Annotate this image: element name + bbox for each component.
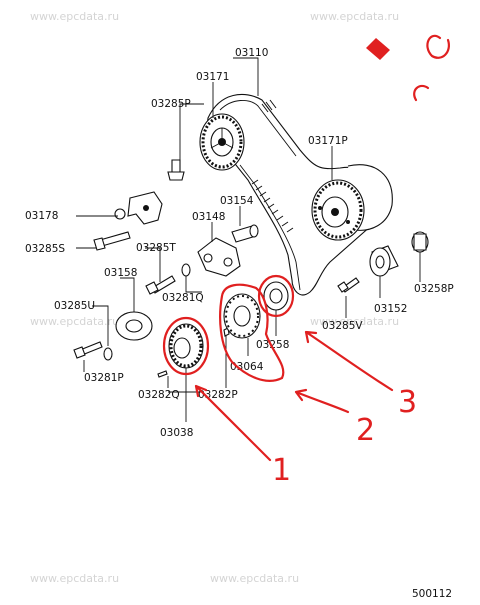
label-tensioner-arm: 03148	[192, 211, 225, 223]
bolt-t	[145, 275, 176, 295]
red-arrow-3	[304, 330, 394, 392]
washer-p	[103, 347, 113, 361]
label-tensioner-pulley: 03158	[104, 267, 137, 279]
red-scribble	[426, 34, 450, 59]
red-circle-crank-sprocket	[162, 316, 210, 376]
part-labels: 03110 03171 03285P 03171P 03178 03285S 0…	[25, 47, 454, 600]
red-circle-flange	[257, 274, 295, 318]
washer-q	[181, 263, 191, 277]
annotation-2: 2	[356, 413, 375, 448]
tensioner-arm	[197, 237, 241, 277]
red-arrow-1	[194, 384, 272, 462]
watermark: www.epcdata.ru	[30, 315, 119, 328]
label-cam-sprocket-right: 03171P	[308, 135, 348, 147]
red-arrow-2	[294, 388, 350, 414]
label-crank-sprocket: 03038	[160, 427, 193, 439]
timing-belt	[207, 93, 384, 296]
watermark: www.epcdata.ru	[30, 572, 119, 585]
bracket	[114, 191, 163, 225]
label-washer-p: 03281P	[84, 372, 124, 384]
red-scribble	[413, 84, 430, 102]
bolt-left	[167, 159, 185, 181]
red-circle-crank-gear	[219, 283, 285, 382]
annotation-1: 1	[272, 453, 291, 488]
tensioner-pulley	[115, 311, 153, 341]
bolt-s	[93, 231, 131, 251]
bolt-u	[73, 341, 103, 359]
washer-right	[411, 231, 429, 253]
label-bolt-t: 03285T	[136, 242, 176, 254]
label-washer-q: 03281Q	[162, 292, 204, 304]
label-bolt-left: 03285P	[151, 98, 191, 110]
idler-pulley	[369, 245, 399, 277]
label-idler-pulley: 03152	[374, 303, 407, 315]
crank-sprocket	[168, 323, 204, 369]
label-timing-belt: 03110	[235, 47, 268, 59]
label-bolt-u: 03285U	[54, 300, 95, 312]
watermark: www.epcdata.ru	[210, 572, 299, 585]
label-diagram-code: 500112	[412, 588, 452, 600]
flange	[263, 281, 289, 311]
bolt-v	[337, 277, 360, 293]
crank-gear	[223, 293, 261, 339]
watermark: www.epcdata.ru	[310, 315, 399, 328]
label-cam-sprocket-left: 03171	[196, 71, 229, 83]
watermarks: www.epcdata.ru www.epcdata.ru www.epcdat…	[30, 10, 399, 585]
cam-sprocket-right	[311, 164, 393, 241]
red-annotations: 1 2 3	[162, 34, 450, 488]
label-flange: 03258	[256, 339, 289, 351]
label-crank-gear: 03064	[230, 361, 264, 373]
watermark: www.epcdata.ru	[310, 10, 399, 23]
label-key-q: 03282Q	[138, 389, 180, 401]
watermark: www.epcdata.ru	[30, 10, 119, 23]
label-bolt-s: 03285S	[25, 243, 65, 255]
label-bracket: 03178	[25, 210, 58, 222]
pin	[231, 224, 259, 243]
label-pin: 03154	[220, 195, 254, 207]
key-q	[157, 370, 168, 378]
label-bolt-v: 03285V	[322, 320, 363, 332]
label-washer-right: 03258P	[414, 283, 454, 295]
cam-sprocket-left	[199, 113, 245, 171]
red-mark	[366, 38, 390, 60]
annotation-3: 3	[398, 385, 417, 420]
